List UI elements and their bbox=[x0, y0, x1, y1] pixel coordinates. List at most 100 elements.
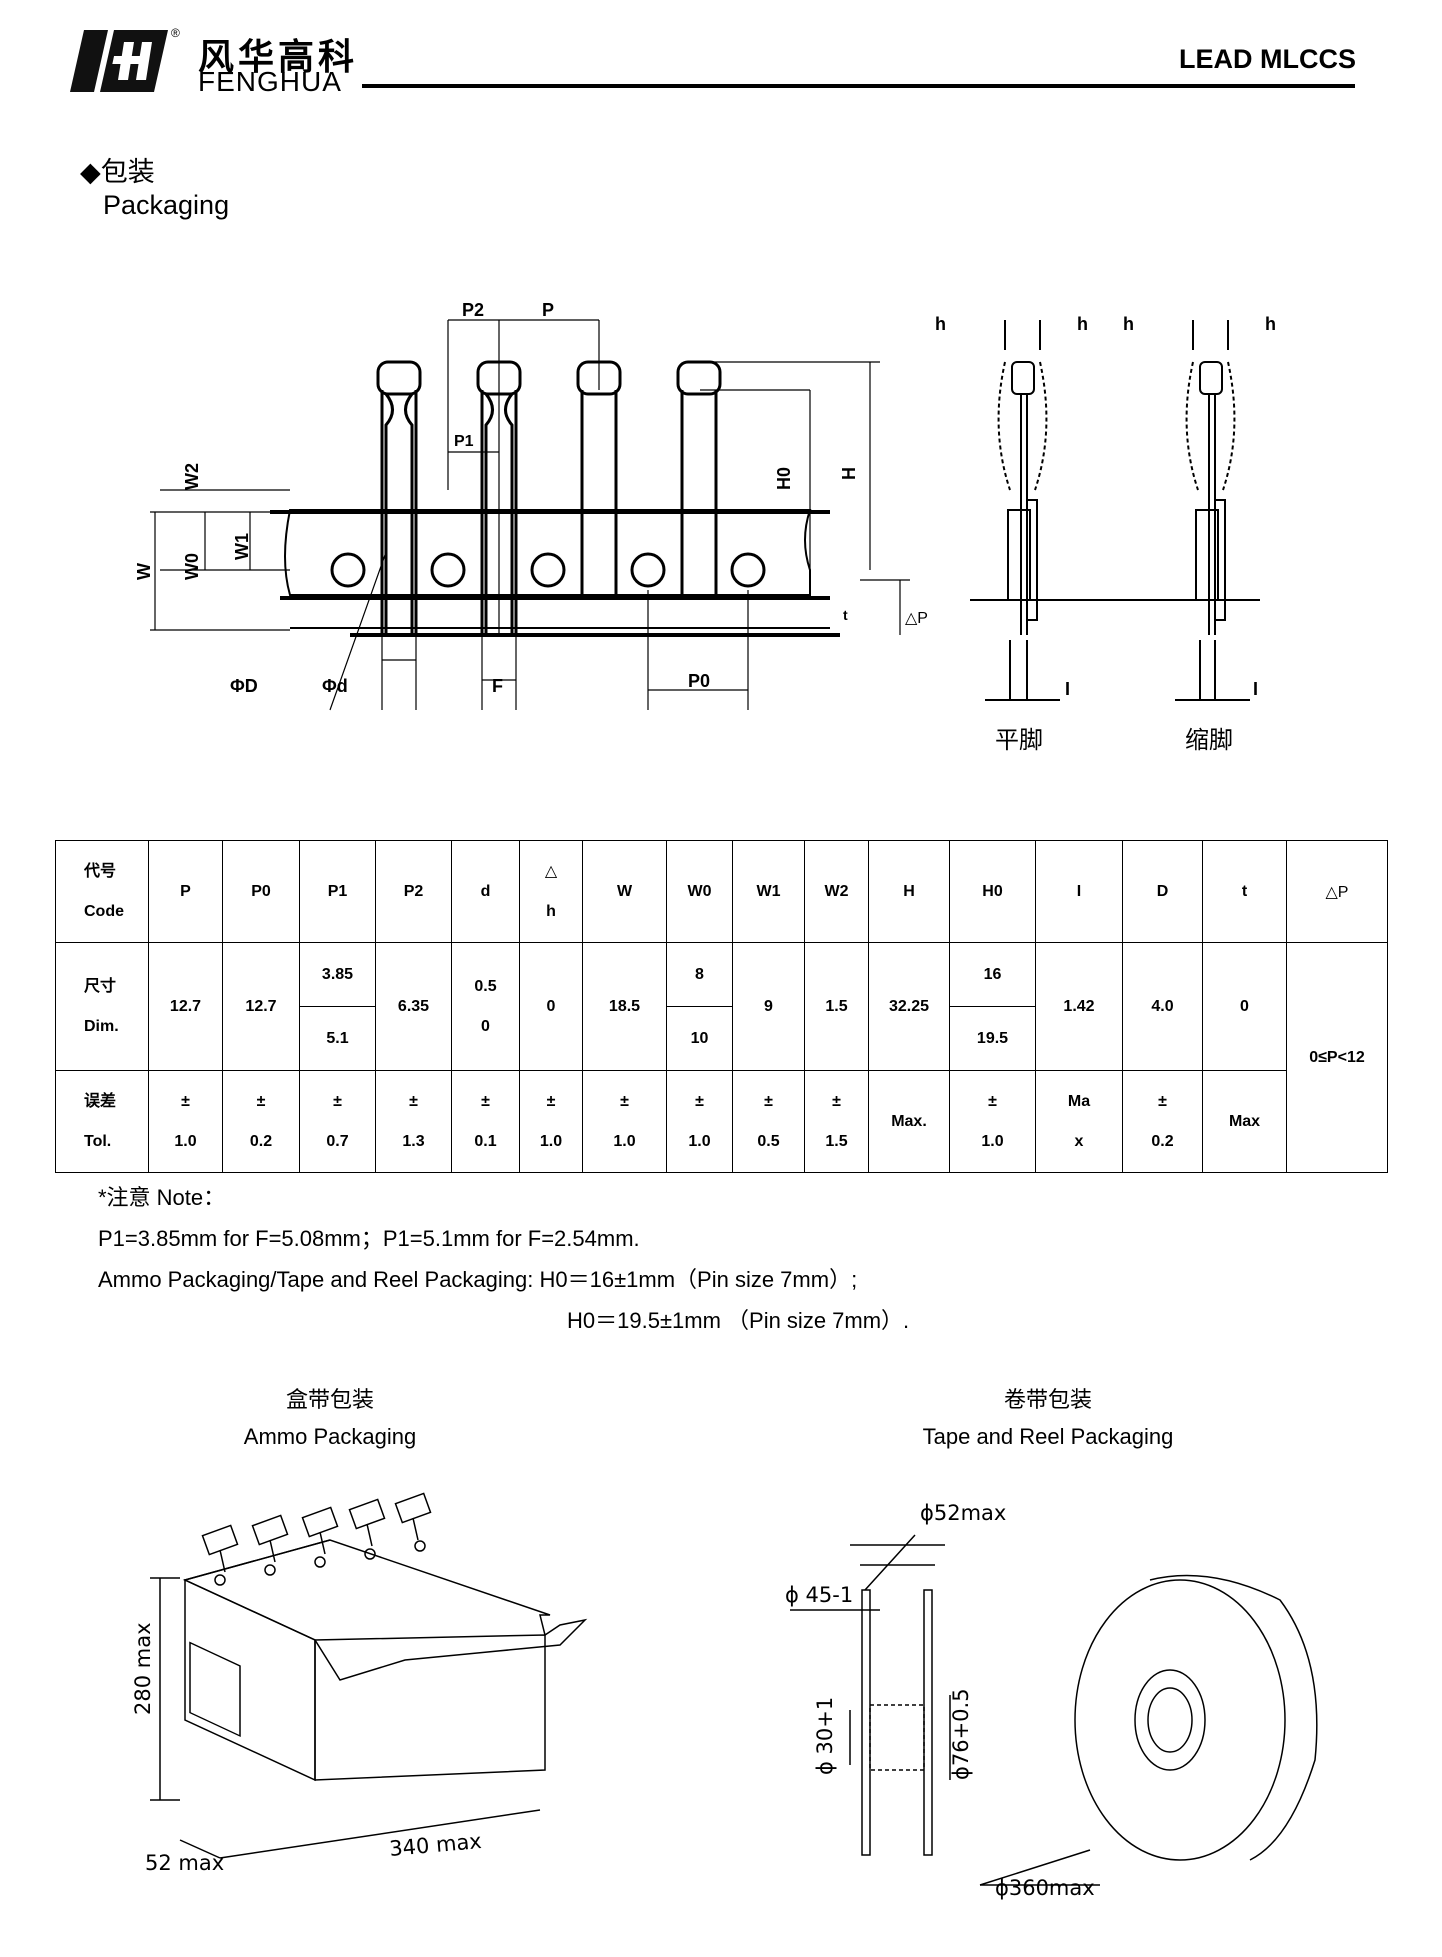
section-title-cn: ◆包装 bbox=[80, 157, 155, 187]
reel-inner-label: ϕ 45-1 bbox=[785, 1583, 853, 1607]
dim-h: 32.25 bbox=[868, 942, 950, 1071]
tol-w0: ±1.0 bbox=[666, 1070, 733, 1173]
dim-i: 1.42 bbox=[1035, 942, 1123, 1071]
label-w0: W0 bbox=[182, 553, 202, 580]
reel-drawing: ϕ52max ϕ 45-1 ϕ 30+1 ϕ76+0.5 ϕ360max bbox=[785, 1501, 1318, 1900]
label-crimped-lead: 缩脚 bbox=[1185, 726, 1233, 754]
ammo-title-en: Ammo Packaging bbox=[243, 1424, 417, 1449]
label-h0: H0 bbox=[774, 467, 794, 490]
carrier-tape bbox=[284, 509, 812, 596]
note-line-3: H0＝19.5±1mm （Pin size 7mm）. bbox=[567, 1308, 910, 1333]
note-title: *注意 Note： bbox=[98, 1185, 226, 1210]
label-w1: W1 bbox=[232, 533, 252, 560]
dim-p2: 6.35 bbox=[375, 942, 452, 1071]
taping-diagram: P2 P P1 H0 H W2 W W0 W1 t △P ΦD Φd F P0 … bbox=[134, 300, 1276, 754]
ammo-components bbox=[201, 1492, 432, 1586]
label-p2: P2 bbox=[462, 300, 484, 320]
sprocket-hole-2 bbox=[430, 552, 466, 588]
component-4 bbox=[676, 360, 722, 598]
dim-delta-p: 0≤P<12 bbox=[1286, 942, 1388, 1173]
reel-core-label: ϕ76+0.5 bbox=[949, 1688, 973, 1780]
fenghua-logo bbox=[70, 30, 168, 92]
reel-hub-label: ϕ 30+1 bbox=[813, 1697, 837, 1775]
label-f: F bbox=[492, 676, 503, 696]
dim-dia: 4.0 bbox=[1122, 942, 1203, 1071]
header-h0: H0 bbox=[949, 840, 1036, 943]
reel-side-view bbox=[1074, 1574, 1318, 1861]
tol-h0: ±1.0 bbox=[949, 1070, 1036, 1173]
dim-w1: 9 bbox=[732, 942, 805, 1071]
header-dia: D bbox=[1122, 840, 1203, 943]
header-p1: P1 bbox=[299, 840, 376, 943]
label-h-3: h bbox=[1123, 314, 1134, 334]
section-title-en: Packaging bbox=[103, 190, 230, 220]
reel-diameter-label: ϕ360max bbox=[995, 1876, 1095, 1900]
tol-w2: ±1.5 bbox=[804, 1070, 869, 1173]
label-p1: P1 bbox=[454, 433, 474, 450]
label-h-2: h bbox=[1077, 314, 1088, 334]
label-h-4: h bbox=[1265, 314, 1276, 334]
sprocket-hole-1 bbox=[330, 552, 366, 588]
document-title: LEAD MLCCS bbox=[1179, 44, 1356, 74]
brand-name-en: FENGHUA bbox=[198, 66, 342, 97]
header-delta-h: △h bbox=[519, 840, 583, 943]
label-phi-d-upper: ΦD bbox=[230, 676, 258, 696]
tol-p: ±1.0 bbox=[148, 1070, 223, 1173]
reel-width-label: ϕ52max bbox=[920, 1501, 1006, 1525]
registered-mark: ® bbox=[171, 26, 180, 40]
dim-t: 0 bbox=[1202, 942, 1287, 1071]
label-h: H bbox=[839, 467, 859, 480]
label-i-1: I bbox=[1065, 679, 1070, 699]
header-p0: P0 bbox=[222, 840, 300, 943]
tol-w: ±1.0 bbox=[582, 1070, 667, 1173]
dim-p0: 12.7 bbox=[222, 942, 300, 1071]
header-rule bbox=[362, 84, 1355, 88]
ammo-title-cn: 盒带包装 bbox=[285, 1387, 374, 1412]
tol-t: Max bbox=[1202, 1070, 1287, 1173]
label-h-1: h bbox=[935, 314, 946, 334]
header-i: I bbox=[1035, 840, 1123, 943]
reel-title-en: Tape and Reel Packaging bbox=[922, 1424, 1174, 1449]
dim-w: 18.5 bbox=[582, 942, 667, 1071]
sprocket-hole-5 bbox=[730, 552, 766, 588]
header-w2: W2 bbox=[804, 840, 869, 943]
tol-p1: ±0.7 bbox=[299, 1070, 376, 1173]
header-d: d bbox=[451, 840, 520, 943]
ammo-box-drawing: 280 max 340 max 52 max bbox=[131, 1492, 588, 1875]
label-flat-lead: 平脚 bbox=[995, 726, 1043, 754]
header-w: W bbox=[582, 840, 667, 943]
header-w1: W1 bbox=[732, 840, 805, 943]
dim-delta-h: 0 bbox=[519, 942, 583, 1071]
header-t: t bbox=[1202, 840, 1287, 943]
sprocket-hole-4 bbox=[630, 552, 666, 588]
tol-delta-h: ±1.0 bbox=[519, 1070, 583, 1173]
component-1 bbox=[376, 360, 422, 635]
tol-dia: ±0.2 bbox=[1122, 1070, 1203, 1173]
dim-w2: 1.5 bbox=[804, 942, 869, 1071]
side-view-crimped bbox=[1175, 320, 1250, 701]
header-p2: P2 bbox=[375, 840, 452, 943]
tol-h: Max. bbox=[868, 1070, 950, 1173]
side-view-flat bbox=[970, 320, 1260, 701]
tol-d: ±0.1 bbox=[451, 1070, 520, 1173]
label-p0: P0 bbox=[688, 671, 710, 691]
ammo-depth-label: 52 max bbox=[145, 1851, 224, 1875]
header-h: H bbox=[868, 840, 950, 943]
dim-p: 12.7 bbox=[148, 942, 223, 1071]
component-3 bbox=[576, 360, 622, 598]
header-w0: W0 bbox=[666, 840, 733, 943]
reel-title-cn: 卷带包装 bbox=[1003, 1387, 1092, 1412]
note-line-2: Ammo Packaging/Tape and Reel Packaging: … bbox=[98, 1267, 858, 1292]
label-delta-p: △P bbox=[905, 610, 928, 627]
label-p: P bbox=[542, 300, 554, 320]
